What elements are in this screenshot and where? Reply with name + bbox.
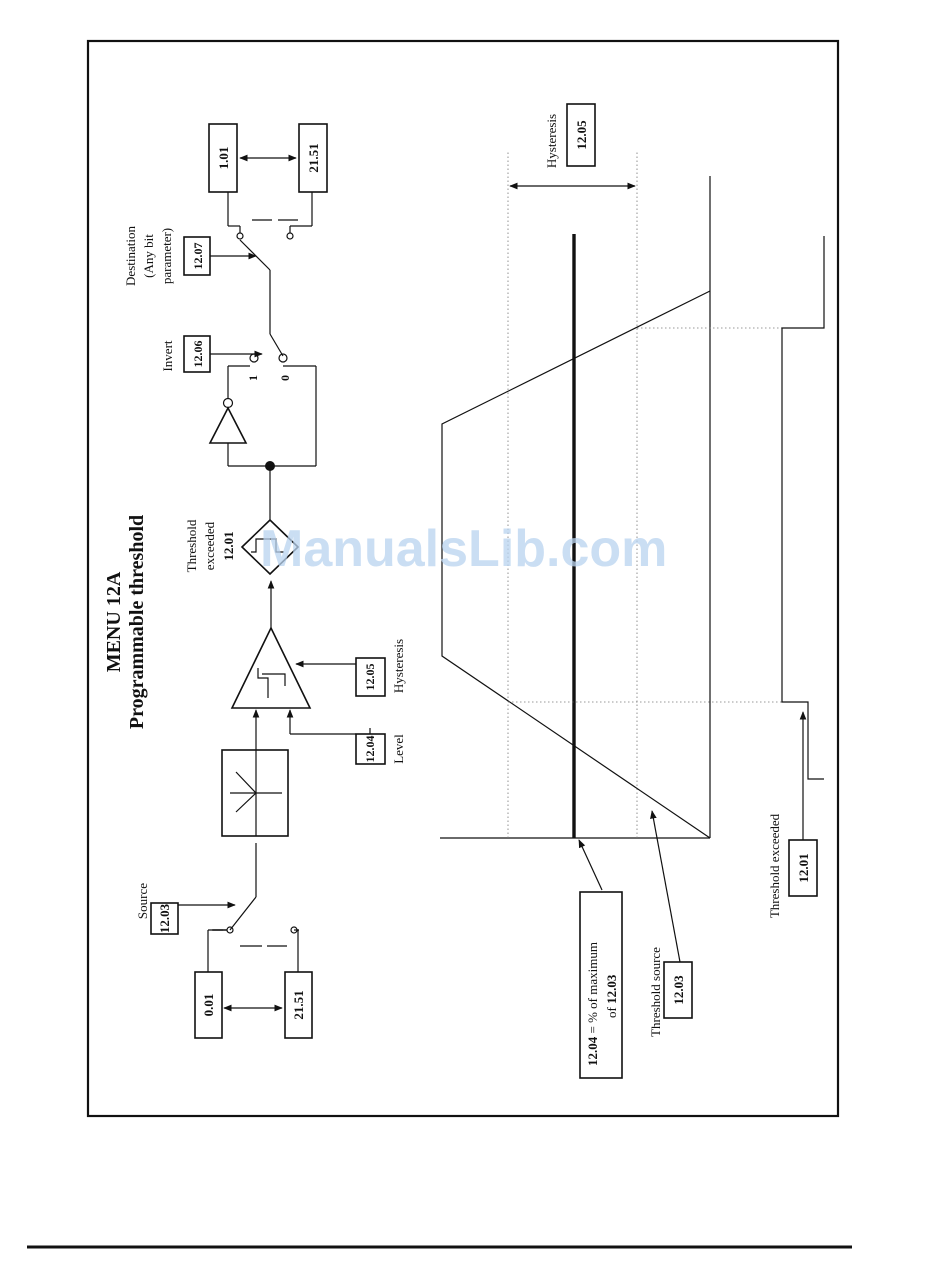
invert-zero: 0 — [278, 375, 292, 381]
watermark: ManualsLib.com — [260, 520, 667, 578]
hysteresis-param: 12.05 — [363, 664, 377, 691]
timing-hysteresis-param: 12.05 — [574, 120, 589, 150]
destination-selector: Destination (Any bit parameter) 12.07 1.… — [123, 124, 327, 286]
rotated-content: MENU 12A Programmable threshold Source 1… — [103, 104, 824, 1078]
diagram-frame — [88, 41, 838, 1116]
level-eq-line2: of 12.03 — [604, 974, 619, 1018]
threshold-source-param: 12.03 — [671, 975, 686, 1005]
destination-line1: Destination — [123, 226, 138, 286]
level-param: 12.04 — [363, 736, 377, 763]
source-label: Source — [135, 883, 150, 919]
level-eq-line1: 12.04 = % of maximum — [585, 942, 600, 1066]
source-param: 12.03 — [157, 903, 172, 933]
source-max: 21.51 — [291, 990, 306, 1019]
timing-threshold-exceeded-param: 12.01 — [796, 853, 811, 882]
threshold-exceeded-line2: exceeded — [202, 521, 217, 570]
threshold-exceeded-param: 12.01 — [221, 531, 236, 560]
invert-param: 12.06 — [191, 341, 205, 368]
dest-max: 21.51 — [306, 143, 321, 172]
threshold-exceeded-waveform — [782, 236, 824, 779]
destination-line2: (Any bit — [141, 234, 156, 278]
destination-param: 12.07 — [191, 243, 205, 270]
invert-label: Invert — [160, 340, 175, 371]
timing-threshold-exceeded-label: Threshold exceeded — [767, 813, 782, 918]
level-label: Level — [391, 734, 406, 764]
threshold-exceeded-line1: Threshold — [184, 519, 199, 572]
hysteresis-label: Hysteresis — [391, 639, 406, 693]
threshold-source-label: Threshold source — [648, 947, 663, 1037]
timing-hysteresis-label: Hysteresis — [544, 114, 559, 168]
source-selector: Source 12.03 0.01 21.51 — [135, 843, 312, 1038]
menu-subtitle: Programmable threshold — [126, 515, 148, 729]
dest-min: 1.01 — [216, 147, 231, 170]
destination-line3: parameter) — [159, 228, 174, 284]
timing-diagram: Hysteresis 12.05 12.04 = % of maximum of… — [440, 104, 824, 1078]
inverter — [210, 408, 246, 443]
source-min: 0.01 — [201, 994, 216, 1017]
comparator: 12.04 Level 12.05 Hysteresis — [232, 628, 406, 764]
invert-one: 1 — [246, 375, 260, 381]
menu-title: MENU 12A — [103, 571, 125, 672]
